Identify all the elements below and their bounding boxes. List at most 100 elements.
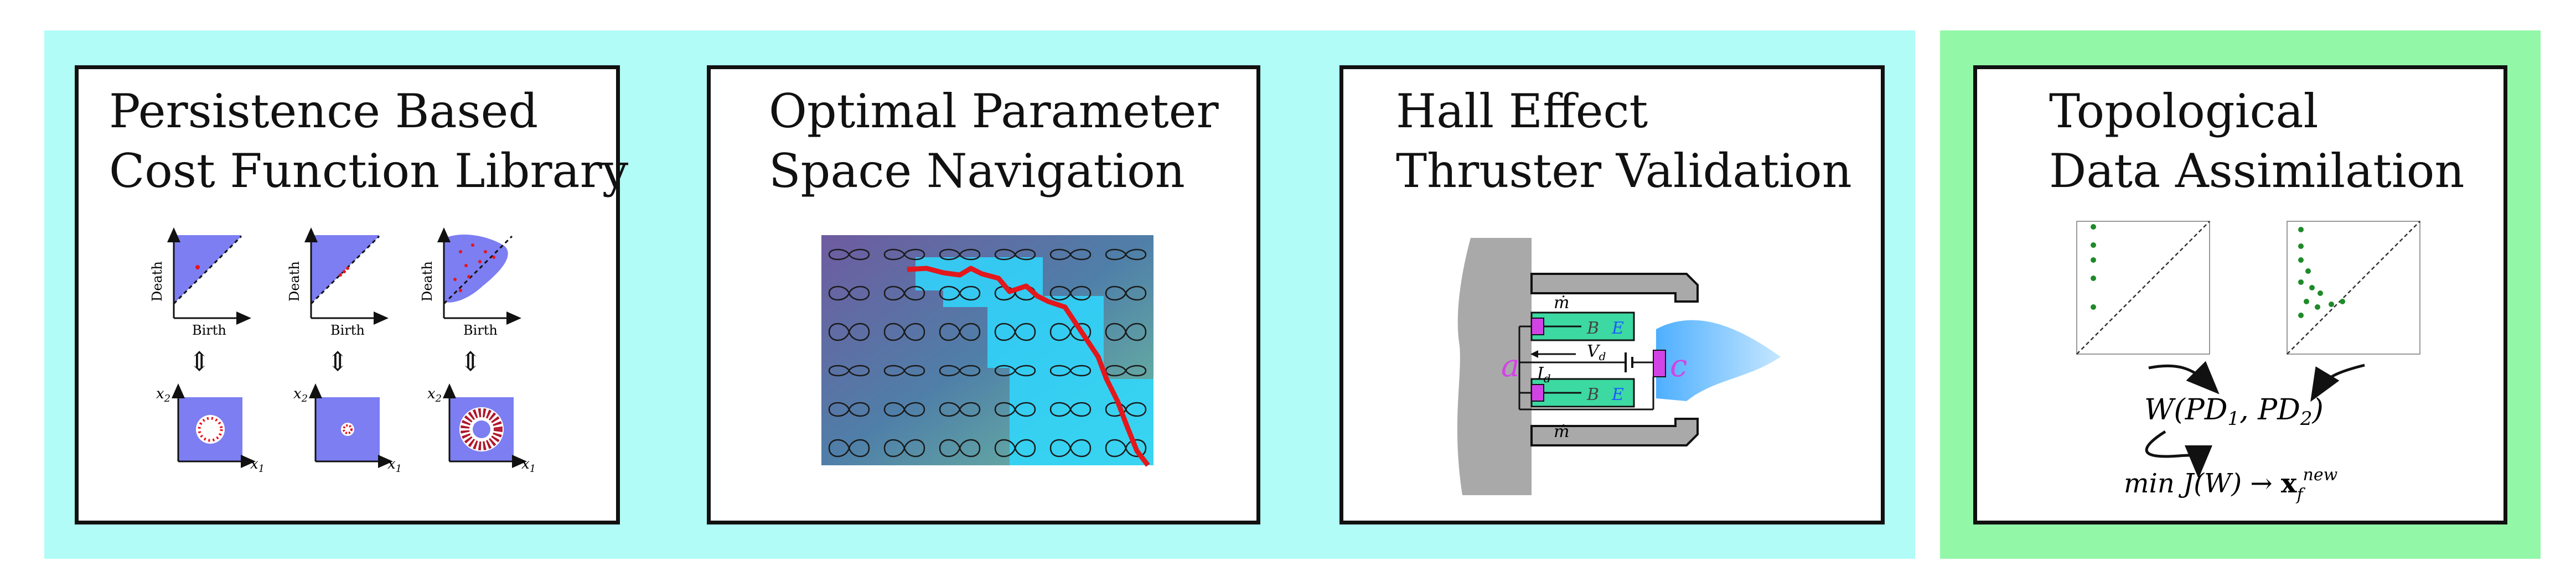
- panel1-title-line2: Cost Function Library: [109, 144, 629, 198]
- panel4-title: Topological Data Assimilation: [2049, 81, 2464, 201]
- attractor-glyph: [883, 323, 925, 341]
- birth-axis-label: Birth: [463, 323, 498, 338]
- attractor-glyph: [1105, 323, 1147, 341]
- x1-axis-label: x1: [250, 456, 265, 475]
- birth-axis-label: Birth: [192, 323, 226, 338]
- attractor-glyph: [994, 248, 1036, 261]
- attractor-glyph: [994, 439, 1036, 458]
- attractor-glyph: [1105, 248, 1147, 261]
- attractor-glyph: [939, 248, 981, 261]
- cathode: [1653, 350, 1666, 377]
- persistence-diagram-3: Death Birth: [420, 227, 521, 338]
- x1-axis-label: x1: [387, 456, 402, 475]
- attractor-glyph: [994, 365, 1036, 377]
- attractor-glyph: [883, 402, 925, 417]
- label-c: c: [1670, 348, 1687, 384]
- panel1-title: Persistence Based Cost Function Library: [109, 81, 628, 201]
- correspondence-arrow-2: ⇕: [327, 346, 349, 377]
- arrow-distance-to-minimization: [2145, 430, 2212, 479]
- attractor-glyph: [828, 439, 870, 458]
- x2-axis-label: x2: [293, 386, 308, 404]
- panel3-title-line2: Thruster Validation: [1396, 144, 1852, 198]
- attractor-glyph: [1049, 285, 1092, 301]
- panel3-figure: a c ṁ ṁ B E B E Vd Id: [1457, 238, 1781, 495]
- point-cloud-1: x2 x1: [156, 383, 265, 475]
- panel2-title-line2: Space Navigation: [769, 144, 1185, 198]
- discharge-voltage-label: Vd: [1587, 342, 1606, 363]
- persistence-diagram-pd1: [2076, 221, 2210, 355]
- attractor-glyph: [828, 248, 870, 261]
- attractor-glyph: [1049, 323, 1092, 341]
- attractor-glyph: [939, 402, 981, 417]
- thruster-body-bottom: [1530, 418, 1699, 446]
- death-axis-label: Death: [149, 261, 165, 302]
- attractor-glyph: [994, 402, 1036, 417]
- panel4-title-line2: Data Assimilation: [2049, 144, 2465, 198]
- panel2-title: Optimal Parameter Space Navigation: [769, 81, 1219, 201]
- panel2-title-line1: Optimal Parameter: [769, 84, 1219, 138]
- attractor-glyph: [994, 323, 1036, 341]
- attractor-glyph: [939, 365, 981, 377]
- panel2-figure: [821, 235, 1153, 467]
- magnetic-field-top: B: [1586, 319, 1599, 338]
- attractor-glyph: [939, 439, 981, 458]
- thruster-wall: [1457, 238, 1532, 495]
- attractor-glyph: [828, 323, 870, 341]
- attractor-glyph: [828, 285, 870, 301]
- panel4-figure: W(PD1, PD2) min J(W) → xfnew: [2076, 221, 2420, 505]
- electric-field-top: E: [1611, 319, 1624, 338]
- panel-thruster-validation: Hall Effect Thruster Validation: [1339, 65, 1885, 524]
- panel-parameter-space-navigation: Optimal Parameter Space Navigation: [707, 65, 1260, 524]
- correspondence-arrow-1: ⇕: [188, 346, 210, 377]
- thruster-body-top: [1530, 273, 1699, 303]
- minimization-expression: min J(W) → xfnew: [2124, 465, 2338, 505]
- mass-flow-top: ṁ: [1554, 293, 1569, 313]
- attractor-glyph: [828, 402, 870, 417]
- point-cloud-2: x2 x1: [293, 383, 402, 475]
- correspondence-arrow-3: ⇕: [459, 346, 482, 377]
- anode-bottom: [1531, 384, 1544, 402]
- death-axis-label: Death: [420, 261, 435, 302]
- attractor-glyph: [883, 439, 925, 458]
- optimal-path: [907, 266, 1150, 467]
- attractor-glyph: [939, 323, 981, 341]
- attractor-glyph: [883, 365, 925, 377]
- attractor-glyph: [883, 285, 925, 301]
- electric-field-bottom: E: [1611, 385, 1624, 404]
- death-axis-label: Death: [287, 261, 302, 302]
- wasserstein-distance-expression: W(PD1, PD2): [2144, 393, 2324, 430]
- attractor-glyph: [1105, 365, 1147, 377]
- attractor-glyph: [939, 285, 981, 301]
- explored-region-highlight: [915, 257, 1153, 465]
- x2-axis-label: x2: [156, 386, 170, 404]
- point-cloud-3: x2 x1: [427, 383, 536, 475]
- discharge-current-label: Id: [1537, 364, 1551, 385]
- mass-flow-bottom: ṁ: [1554, 422, 1569, 441]
- attractor-glyph: [1049, 365, 1092, 377]
- attractor-glyph: [1105, 285, 1147, 301]
- birth-axis-label: Birth: [330, 323, 365, 338]
- attractor-glyph: [1049, 248, 1092, 261]
- persistence-diagram-pd2: [2287, 221, 2420, 355]
- label-a: a: [1501, 348, 1519, 384]
- magnetic-field-bottom: B: [1586, 385, 1599, 404]
- attractor-glyph: [883, 248, 925, 261]
- panel1-figure: Death Birth ⇕ x2 x1 Death Birth ⇕: [149, 227, 536, 475]
- attractor-glyph: [1049, 402, 1092, 417]
- anode-top: [1531, 318, 1544, 335]
- persistence-diagram-2: Death Birth: [287, 227, 389, 338]
- attractor-glyph-grid: [828, 248, 1147, 458]
- panel3-title-line1: Hall Effect: [1396, 84, 1648, 138]
- panel-data-assimilation: Topological Data Assimilation: [1973, 65, 2507, 524]
- panel4-title-line1: Topological: [2049, 84, 2319, 138]
- plasma-plume: [1656, 320, 1781, 401]
- panel1-title-line1: Persistence Based: [109, 84, 539, 138]
- attractor-glyph: [828, 365, 870, 377]
- persistence-diagram-1: Death Birth: [149, 227, 251, 338]
- persistence-point: [195, 265, 200, 269]
- panel-cost-function-library: Persistence Based Cost Function Library …: [75, 65, 628, 524]
- panel3-title: Hall Effect Thruster Validation: [1396, 81, 1852, 201]
- attractor-glyph: [1049, 439, 1092, 458]
- arrow-pd1-to-distance: [2148, 361, 2220, 394]
- arrow-pd2-to-distance: [2310, 363, 2365, 402]
